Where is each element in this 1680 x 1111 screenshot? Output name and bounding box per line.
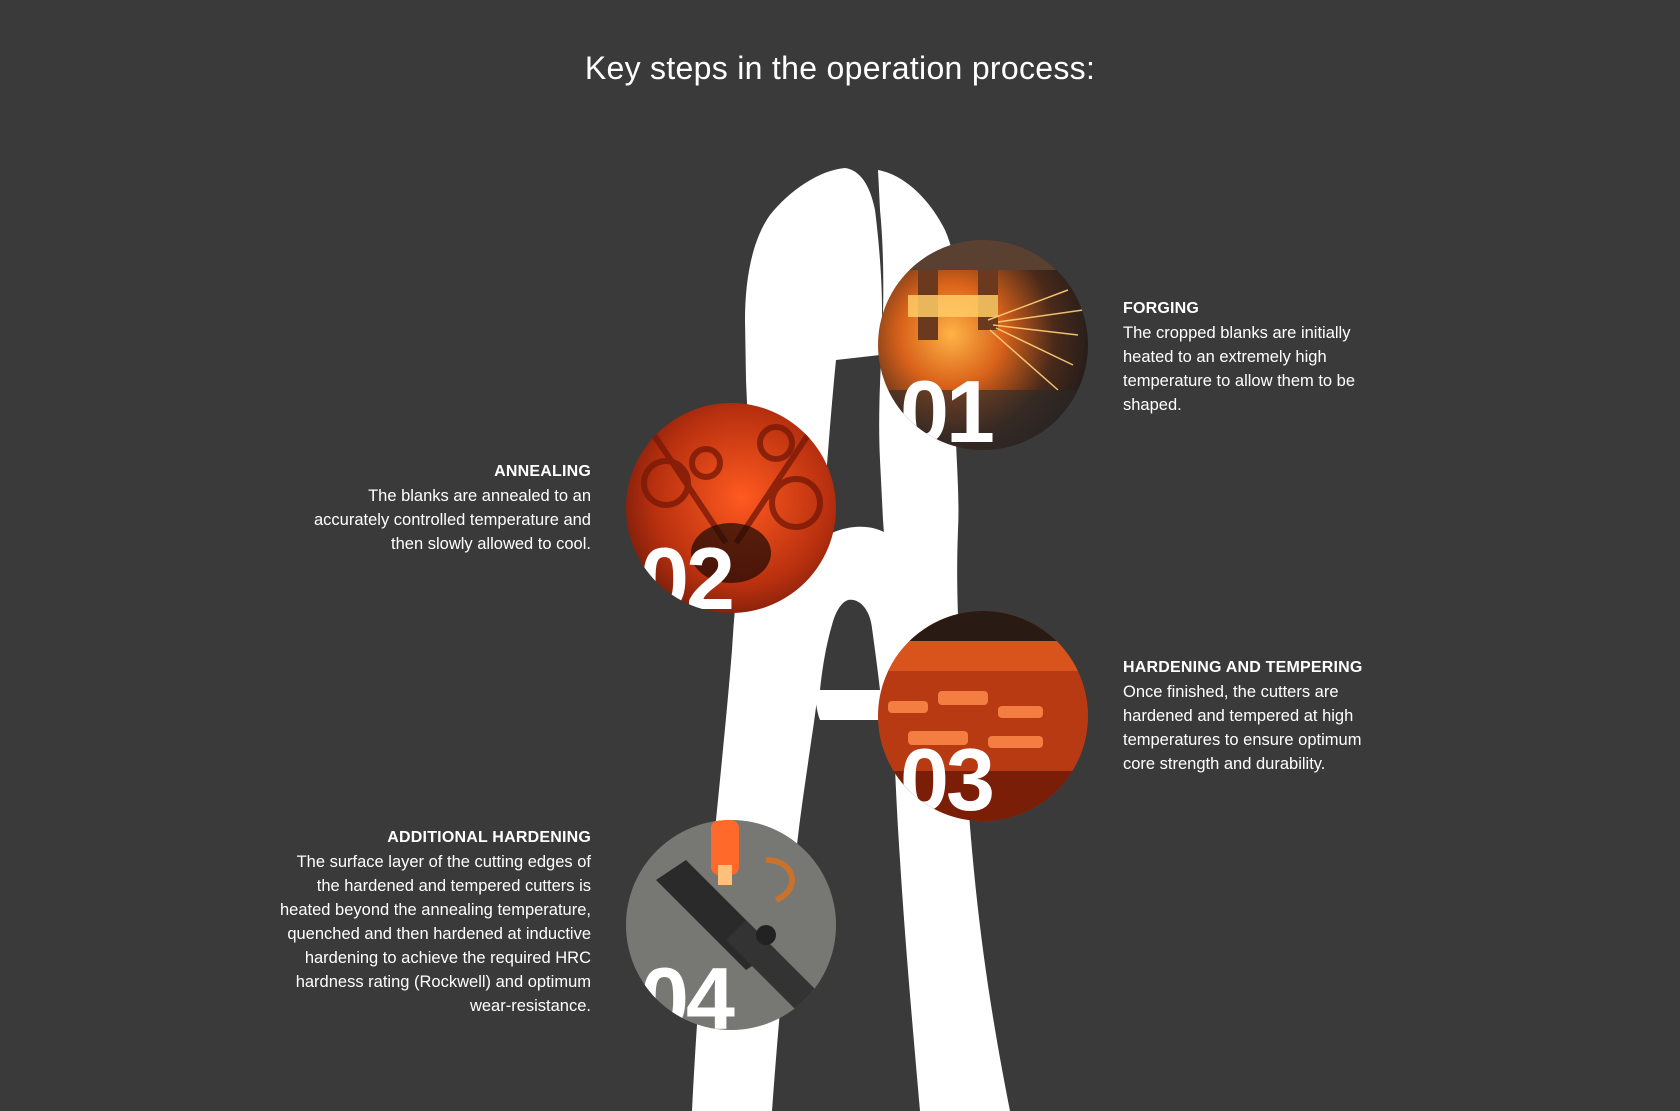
step-3-text: HARDENING AND TEMPERING Once finished, t… <box>1123 656 1373 776</box>
step-3-number: 03 <box>900 730 995 822</box>
step-1-number: 01 <box>900 362 995 451</box>
step-1-description: The cropped blanks are initially heated … <box>1123 324 1356 414</box>
step-2-image: 02 <box>626 403 836 613</box>
step-4-image: 04 <box>626 820 836 1030</box>
step-3-image: 03 <box>878 611 1088 821</box>
step-1-image: 01 <box>878 240 1088 450</box>
step-2-number: 02 <box>640 529 735 614</box>
step-1-text: FORGING The cropped blanks are initially… <box>1123 297 1373 417</box>
additional-hardening-photo <box>626 820 836 1030</box>
step-3-heading: HARDENING AND TEMPERING <box>1123 659 1363 676</box>
step-4-heading: ADDITIONAL HARDENING <box>387 829 591 846</box>
step-2-description: The blanks are annealed to an accurately… <box>314 487 591 553</box>
step-1-heading: FORGING <box>1123 300 1200 317</box>
step-4-number: 04 <box>640 949 735 1031</box>
step-2-text: ANNEALING The blanks are annealed to an … <box>300 460 591 556</box>
step-4-text: ADDITIONAL HARDENING The surface layer o… <box>275 826 591 1018</box>
step-2-heading: ANNEALING <box>494 463 591 480</box>
step-4-description: The surface layer of the cutting edges o… <box>280 853 591 1015</box>
step-3-description: Once finished, the cutters are hardened … <box>1123 683 1362 773</box>
annealing-photo <box>626 403 836 613</box>
section-title: Key steps in the operation process: <box>584 50 1096 86</box>
